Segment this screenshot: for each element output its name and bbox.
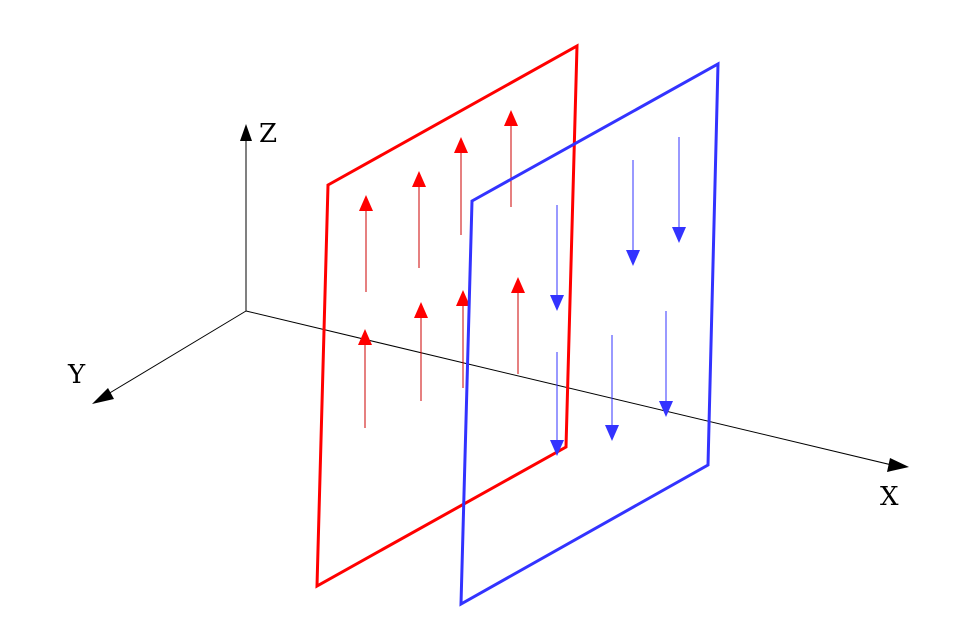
blue-arrows — [550, 137, 686, 456]
z-axis-arrowhead — [240, 124, 252, 141]
red-arrow-7-head — [456, 290, 470, 306]
y-axis-label: Y — [67, 360, 86, 390]
y-axis — [102, 310, 247, 398]
red-arrow-2-head — [412, 171, 426, 187]
y-axis-arrowhead — [92, 388, 114, 404]
blue-arrow-1-head — [550, 295, 564, 311]
red-plate-outline — [315, 43, 579, 589]
red-arrow-1-head — [359, 195, 373, 211]
blue-arrow-3-head — [672, 227, 686, 243]
red-arrow-6-head — [414, 302, 428, 318]
axes: Z Y X — [67, 119, 909, 512]
blue-plate-outline — [459, 61, 720, 607]
blue-arrow-6-head — [659, 401, 673, 417]
red-arrows — [358, 110, 525, 428]
z-axis-label: Z — [259, 119, 277, 149]
red-arrow-8-head — [511, 277, 525, 293]
blue-plate — [459, 61, 720, 607]
red-arrow-4-head — [504, 110, 518, 126]
blue-arrow-5-head — [605, 425, 619, 441]
red-arrow-5-head — [358, 329, 372, 345]
red-arrow-3-head — [454, 137, 468, 153]
blue-arrow-4-head — [550, 440, 564, 456]
blue-arrow-2-head — [626, 250, 640, 266]
x-axis-arrowhead — [887, 458, 909, 472]
x-axis-label: X — [880, 482, 899, 512]
x-axis — [245, 310, 897, 467]
red-plate — [315, 43, 579, 589]
